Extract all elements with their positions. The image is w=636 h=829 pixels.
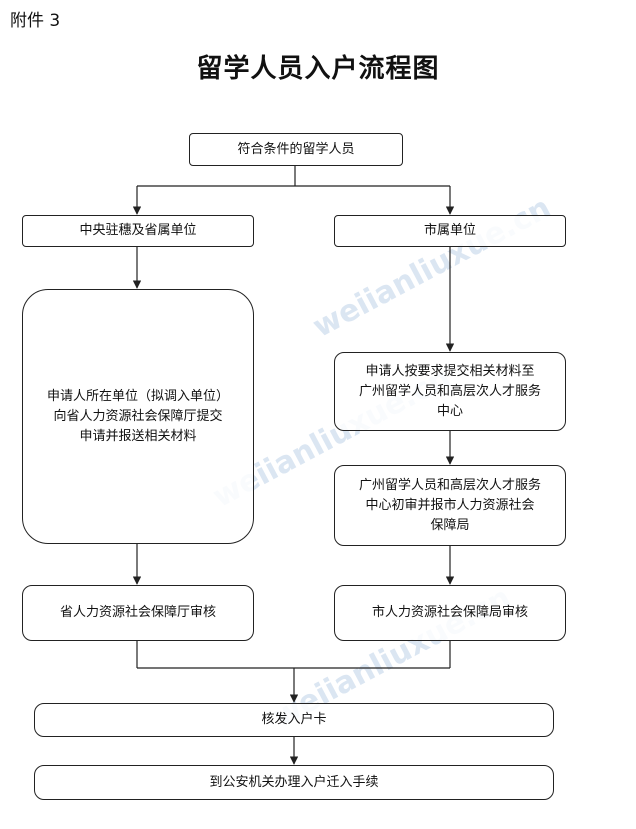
left-submit-node: 申请人所在单位（拟调入单位） 向省人力资源社会保障厅提交 申请并报送相关材料 [22,289,254,544]
issue-card-node: 核发入户卡 [34,703,554,737]
left-review-node: 省人力资源社会保障厅审核 [22,585,254,641]
page-title: 留学人员入户流程图 [196,54,440,84]
right-branch-label: 市属单位 [423,223,476,238]
left-submit-label: 申请人所在单位（拟调入单位） 向省人力资源社会保障厅提交 申请并报送相关材料 [46,388,229,444]
attachment-label: 附件 3 [10,11,61,31]
right-submit-label: 申请人按要求提交相关材料至 广州留学人员和高层次人才服务 中心 [358,363,541,419]
left-branch-node: 中央驻穗及省属单位 [22,215,254,247]
right-review-label: 市人力资源社会保障局审核 [371,605,528,620]
start-node-label: 符合条件的留学人员 [237,141,355,157]
right-review-node: 市人力资源社会保障局审核 [334,585,566,641]
issue-card-label: 核发入户卡 [261,712,327,727]
final-label: 到公安机关办理入户迁入手续 [209,774,379,790]
start-node: 符合条件的留学人员 [189,133,403,166]
right-branch-node: 市属单位 [334,215,566,247]
right-initial-review-label: 广州留学人员和高层次人才服务 中心初审并报市人力资源社会 保障局 [358,477,541,533]
left-review-label: 省人力资源社会保障厅审核 [59,605,216,620]
final-node: 到公安机关办理入户迁入手续 [34,765,554,800]
right-submit-node: 申请人按要求提交相关材料至 广州留学人员和高层次人才服务 中心 [334,352,566,431]
left-branch-label: 中央驻穗及省属单位 [79,223,197,238]
right-initial-review-node: 广州留学人员和高层次人才服务 中心初审并报市人力资源社会 保障局 [334,465,566,546]
